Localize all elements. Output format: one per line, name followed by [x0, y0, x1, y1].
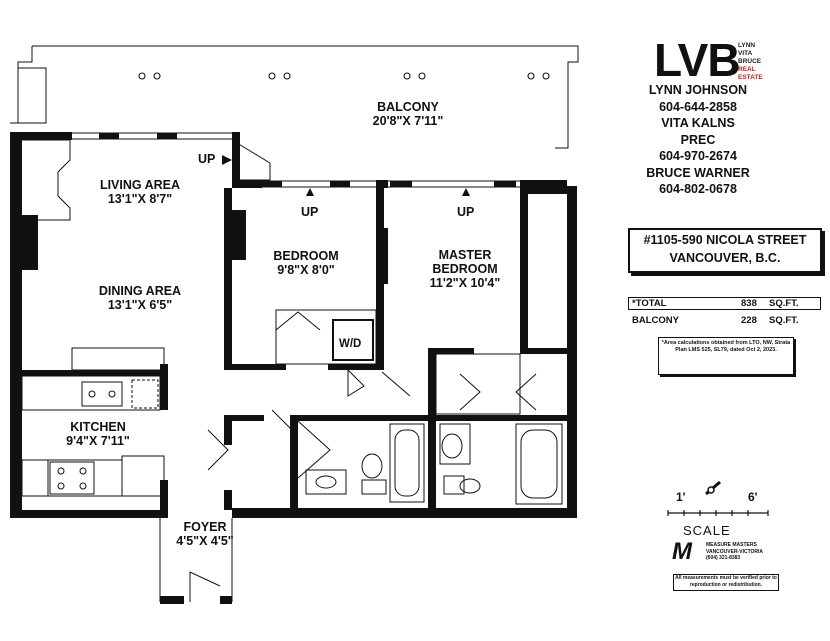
area-table: *TOTAL 838 SQ.FT. BALCONY 228 SQ.FT.	[628, 297, 821, 330]
disclaimer: All measurements must be verified prior …	[673, 574, 779, 591]
room-dims: 9'4"X 7'11"	[66, 434, 130, 448]
agent-title: PREC	[680, 132, 716, 147]
up-label-master: UP	[457, 205, 475, 219]
area-unit: SQ.FT.	[769, 315, 799, 326]
room-dims: 11'2"X 10'4"	[429, 276, 501, 290]
logo-text: LVB	[654, 34, 741, 86]
foyer	[159, 409, 293, 602]
room-kitchen: KITCHEN 9'4"X 7'11"	[38, 420, 158, 448]
fireplace	[22, 139, 71, 221]
area-note: *Area calculations obtained from LTO, NW…	[658, 337, 794, 375]
room-dims: 20'8"X 7'11"	[372, 114, 444, 128]
area-unit: SQ.FT.	[769, 298, 799, 309]
bathroom-main	[297, 420, 425, 503]
logo-small-text: LYNN VITA BRUCE REAL ESTATE	[738, 42, 763, 82]
living-column	[22, 215, 38, 270]
up-label-living: UP	[198, 152, 216, 166]
address-line2: VANCOUVER, B.C.	[669, 251, 781, 265]
mm-sub: VANCOUVER-VICTORIA	[706, 548, 764, 555]
room-name: KITCHEN	[70, 420, 126, 434]
agent-name: LYNN JOHNSON	[648, 83, 748, 97]
balcony-planter	[17, 67, 47, 124]
mm-phone: (604) 321-8383	[706, 555, 741, 561]
bedroom-top-wall	[232, 180, 567, 188]
area-value: 838	[741, 298, 757, 309]
washer-dryer-label: W/D	[339, 338, 362, 350]
room-dims: 13'1"X 6'5"	[107, 298, 173, 312]
address-line1: #1105-590 NICOLA STREET	[643, 233, 807, 247]
logo-line: VITA	[738, 50, 753, 57]
lvb-logo: LVB LYNN VITA BRUCE REAL ESTATE	[654, 34, 774, 86]
scale-word: SCALE	[683, 523, 731, 538]
north-arrow-icon	[705, 480, 721, 496]
room-living: LIVING AREA 13'1"X 8'7"	[80, 178, 200, 206]
room-dims: 13'1"X 8'7"	[107, 192, 173, 206]
address-box: #1105-590 NICOLA STREET VANCOUVER, B.C.	[628, 228, 822, 273]
area-label: *TOTAL	[632, 298, 667, 309]
kitchen-lower	[21, 455, 165, 497]
scale-left-label: 1'	[676, 490, 686, 504]
agent-phone: 604-644-2858	[659, 99, 737, 114]
bedroom-door	[347, 368, 365, 397]
room-bedroom: BEDROOM 9'8"X 8'0"	[246, 249, 366, 277]
logo-line: LYNN	[738, 42, 756, 49]
logo-line: BRUCE	[738, 58, 762, 65]
room-name: LIVING AREA	[99, 178, 181, 192]
area-label: BALCONY	[632, 315, 679, 326]
up-arrow-bedroom	[306, 188, 314, 196]
interior-walls	[22, 188, 577, 518]
room-name: DINING AREA	[98, 284, 182, 298]
living-window	[72, 132, 232, 140]
room-name-line2: BEDROOM	[432, 262, 498, 276]
bathroom-ensuite	[439, 423, 563, 505]
room-name: BEDROOM	[273, 249, 339, 263]
balcony-fixtures	[138, 72, 550, 80]
area-row-total: *TOTAL 838 SQ.FT.	[628, 297, 821, 310]
mm-icon: M	[672, 538, 692, 565]
room-dims: 9'8"X 8'0"	[277, 263, 335, 277]
room-name: MASTER	[438, 248, 492, 262]
up-label-bedroom: UP	[301, 205, 319, 219]
area-value: 228	[741, 315, 757, 326]
living-balcony-door	[231, 139, 271, 180]
up-arrow-master	[462, 188, 470, 196]
agent-name: BRUCE WARNER	[646, 165, 750, 180]
room-name: FOYER	[183, 520, 227, 534]
area-row-balcony: BALCONY 228 SQ.FT.	[628, 315, 821, 330]
balcony-outline	[10, 45, 579, 149]
up-arrow-living	[222, 155, 232, 165]
mm-text: MEASURE MASTERS VANCOUVER-VICTORIA (604)…	[706, 542, 763, 562]
room-balcony: BALCONY 20'8"X 7'11"	[348, 100, 468, 128]
room-dims: 4'5"X 4'5"	[176, 534, 234, 548]
room-dining: DINING AREA 13'1"X 6'5"	[80, 284, 200, 312]
agent-phone: 604-802-0678	[659, 182, 737, 196]
measure-masters-logo: M MEASURE MASTERS VANCOUVER-VICTORIA (60…	[672, 540, 782, 566]
agent-contacts: LYNN JOHNSON 604-644-2858 VITA KALNS PRE…	[628, 82, 768, 198]
kitchen-counter	[21, 347, 165, 411]
room-foyer: FOYER 4'5"X 4'5"	[160, 520, 250, 548]
agent-name: VITA KALNS	[661, 116, 735, 130]
room-master: MASTER BEDROOM 11'2"X 10'4"	[410, 248, 520, 290]
logo-line: ESTATE	[738, 74, 763, 81]
scale-right-label: 6'	[748, 490, 758, 504]
scale-bar	[667, 510, 769, 516]
agent-phone: 604-970-2674	[659, 149, 737, 163]
logo-line: REAL	[738, 66, 756, 73]
room-name: BALCONY	[377, 100, 439, 114]
bedroom-closet	[275, 309, 377, 365]
mm-name: MEASURE MASTERS	[706, 542, 757, 548]
master-closet	[435, 353, 537, 415]
